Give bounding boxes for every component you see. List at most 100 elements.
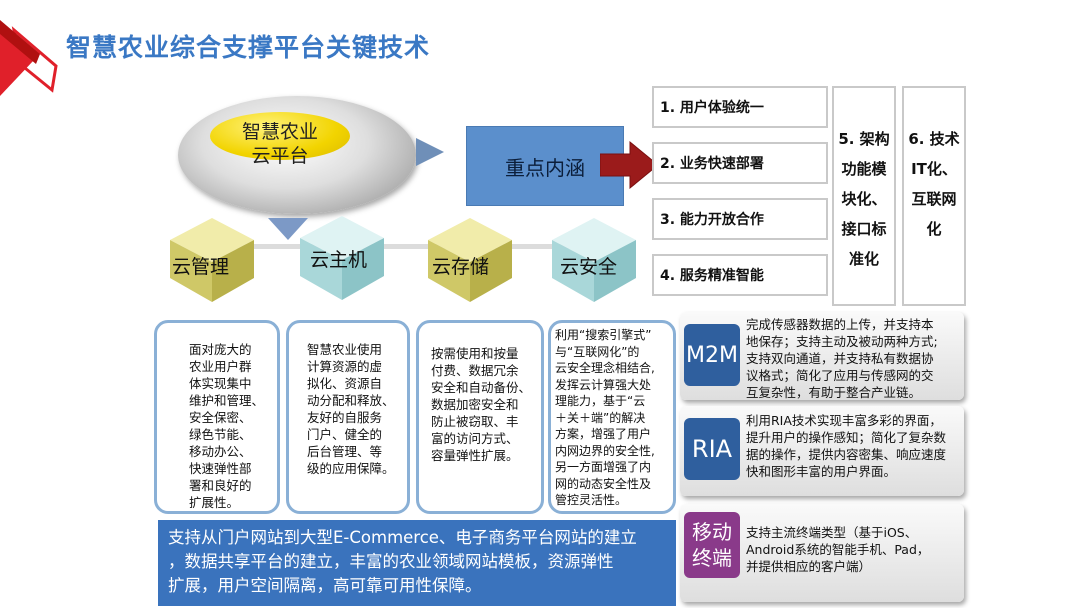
mobile-description: 支持主流终端类型（基于iOS、 Android系统的智能手机、Pad， 并提供相… xyxy=(746,524,966,575)
feature-line: 利用RIA技术实现丰富多彩的界面， xyxy=(746,413,942,428)
page-title: 智慧农业综合支撑平台关键技术 xyxy=(66,33,431,62)
panel-storage: 按需使用和按量 付费、数据冗余 安全和自动备份、 数据加密安全和 防止被窃取、丰… xyxy=(416,320,544,514)
arrow-down-icon xyxy=(268,218,308,240)
panel-line: 容量弹性扩展。 xyxy=(431,448,519,463)
corner-decoration xyxy=(0,20,58,96)
tech-item-3: 3. 能力开放合作 xyxy=(652,198,828,240)
panel-line: 理能力，基于“云 xyxy=(555,394,646,408)
panel-line: 网的动态安全性及 xyxy=(555,476,652,491)
panel-line: 拟化、资源自 xyxy=(307,376,383,391)
panel-line: 安全保密、 xyxy=(189,410,252,425)
tech-item-5-line: 功能模 xyxy=(841,160,887,178)
feature-line: 提升用户的操作感知；简化了复杂数 xyxy=(746,430,947,445)
platform-label: 智慧农业 云平台 xyxy=(210,120,350,168)
panel-line: 面对庞大的 xyxy=(189,342,252,357)
tech-item-label: 3. 能力开放合作 xyxy=(660,212,764,228)
m2m-description: 完成传感器数据的上传，并支持本 地保存；支持主动及被动两种方式; 支持双向通道，… xyxy=(746,316,966,401)
panel-line: 另一方面增强了内 xyxy=(555,460,652,474)
platform-label-line2: 云平台 xyxy=(251,145,309,167)
tech-item-label: 1. 用户体验统一 xyxy=(660,100,764,116)
tech-item-5-line: 块化、 xyxy=(841,190,887,208)
tech-item-5-line: 准化 xyxy=(848,250,879,268)
feature-line: 议格式；简化了应用与传感网的交 xyxy=(746,368,934,383)
tech-item-label: 2. 业务快速部署 xyxy=(660,156,764,172)
banner-line: 扩展，用户空间隔离，高可靠可用性保障。 xyxy=(168,576,482,595)
portal-banner: 支持从门户网站到大型E-Commerce、电子商务平台网站的建立 ，数据共享平台… xyxy=(158,520,676,606)
tech-item-5-line: 5. 架构 xyxy=(838,130,890,148)
feature-line: 完成传感器数据的上传，并支持本 xyxy=(746,317,934,332)
red-arrow-icon xyxy=(600,140,659,190)
platform-label-line1: 智慧农业 xyxy=(241,121,318,143)
banner-line: ，数据共享平台的建立，丰富的农业领域网站模板，资源弹性 xyxy=(168,552,614,571)
service-label-storage: 云存储 xyxy=(432,256,490,278)
panel-host: 智慧农业使用 计算资源的虚 拟化、资源自 动分配和释放、 友好的自服务 门户、健… xyxy=(286,320,410,514)
mobile-badge-line2: 终端 xyxy=(692,546,732,570)
tech-item-6-line: 互联网 xyxy=(911,190,957,208)
mobile-badge: 移动 终端 xyxy=(684,512,740,578)
panel-management: 面对庞大的 农业用户群 体实现集中 维护和管理、 安全保密、 绿色节能、 移动办… xyxy=(154,320,280,514)
ria-badge: RIA xyxy=(684,418,740,480)
feature-line: 支持主流终端类型（基于iOS、 xyxy=(746,525,918,540)
feature-line: Android系统的智能手机、Pad， xyxy=(746,542,930,557)
tech-item-1: 1. 用户体验统一 xyxy=(652,86,828,128)
panel-line: 内网边界的安全性, xyxy=(555,443,655,458)
feature-line: 互复杂性，有助于整合产业链。 xyxy=(746,385,922,400)
cube-cloud-host xyxy=(300,216,384,300)
panel-line: ＋关＋端”的解决 xyxy=(555,410,646,425)
panel-line: 快速弹性部 xyxy=(189,461,252,476)
panel-line: 利用“搜索引擎式” xyxy=(555,328,652,342)
arrow-right-icon xyxy=(416,138,444,166)
service-label-security: 云安全 xyxy=(560,256,618,278)
tech-item-6-line: 化 xyxy=(926,220,942,238)
feature-line: 据的操作，提供内容密集、响应速度 xyxy=(746,447,947,462)
panel-line: 动分配和释放、 xyxy=(307,393,395,408)
panel-line: 门户、健全的 xyxy=(307,427,383,442)
panel-line: 移动办公、 xyxy=(189,444,252,459)
panel-line: 方案，增强了用户 xyxy=(555,427,652,441)
panel-line: 数据加密安全和 xyxy=(431,397,519,412)
feature-line: 地保存；支持主动及被动两种方式; xyxy=(746,334,938,349)
tech-item-6-line: 6. 技术 xyxy=(908,130,960,148)
panel-security: 利用“搜索引擎式” 与“互联网化”的 云安全理念相结合, 发挥云计算强大处 理能… xyxy=(548,320,676,514)
cube-cloud-security xyxy=(552,218,636,302)
panel-line: 绿色节能、 xyxy=(189,427,252,442)
panel-line: 后台管理、等 xyxy=(307,444,383,459)
panel-line: 发挥云计算强大处 xyxy=(555,377,652,392)
panel-line: 署和良好的 xyxy=(189,478,252,493)
platform-highlight xyxy=(210,112,350,160)
service-label-management: 云管理 xyxy=(172,256,230,278)
panel-line: 付费、数据冗余 xyxy=(431,363,519,378)
tech-item-5-line: 接口标 xyxy=(841,220,887,238)
core-box: 重点内涵 xyxy=(466,126,624,206)
mobile-badge-line1: 移动 xyxy=(692,520,732,544)
panel-line: 防止被窃取、丰 xyxy=(431,414,519,429)
panel-line: 扩展性。 xyxy=(189,495,240,510)
ria-description: 利用RIA技术实现丰富多彩的界面， 提升用户的操作感知；简化了复杂数 据的操作，… xyxy=(746,412,966,480)
banner-line: 支持从门户网站到大型E-Commerce、电子商务平台网站的建立 xyxy=(168,528,637,547)
tech-item-label: 4. 服务精准智能 xyxy=(660,268,764,284)
panel-line: 维护和管理、 xyxy=(189,393,265,408)
panel-line: 计算资源的虚 xyxy=(307,359,383,374)
feature-line: 支持双向通道，并支持私有数据协 xyxy=(746,351,934,366)
service-label-host: 云主机 xyxy=(310,249,368,271)
cube-cloud-storage xyxy=(428,218,512,302)
panel-line: 智慧农业使用 xyxy=(307,342,383,357)
tech-item-6: 6. 技术 IT化、 互联网 化 xyxy=(902,86,966,306)
m2m-badge: M2M xyxy=(684,324,740,386)
panel-line: 与“互联网化”的 xyxy=(555,344,640,359)
m2m-badge-label: M2M xyxy=(686,342,738,368)
panel-line: 富的访问方式、 xyxy=(431,431,519,446)
tech-item-4: 4. 服务精准智能 xyxy=(652,254,828,296)
panel-line: 安全和自动备份、 xyxy=(431,380,532,395)
cube-cloud-management xyxy=(170,218,254,302)
panel-line: 云安全理念相结合, xyxy=(555,361,655,375)
service-connector xyxy=(230,244,610,249)
panel-line: 按需使用和按量 xyxy=(431,346,519,361)
panel-line: 管控灵活性。 xyxy=(555,493,628,507)
tech-item-6-line: IT化、 xyxy=(911,160,957,178)
feature-line: 快和图形丰富的用户界面。 xyxy=(746,464,897,479)
core-label: 重点内涵 xyxy=(505,155,585,180)
tech-item-5: 5. 架构 功能模 块化、 接口标 准化 xyxy=(832,86,896,306)
panel-line: 级的应用保障。 xyxy=(307,461,395,476)
tech-item-2: 2. 业务快速部署 xyxy=(652,142,828,184)
